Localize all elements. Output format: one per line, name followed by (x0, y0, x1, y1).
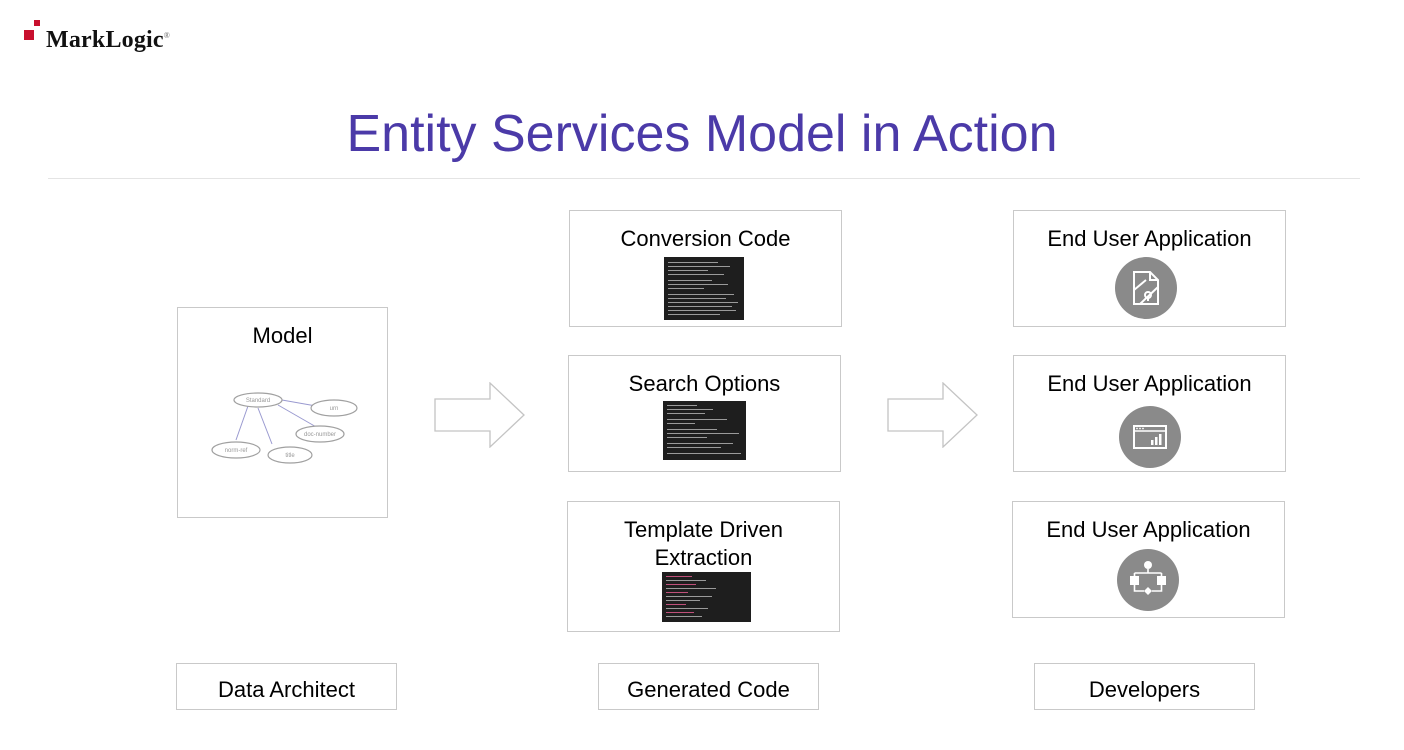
conversion-code-label: Conversion Code (620, 226, 791, 251)
search-options-box: Search Options (568, 355, 841, 472)
logo-text: MarkLogic (46, 27, 164, 53)
template-driven-extraction-box: Template Driven Extraction (567, 501, 840, 632)
role-generated-code-label: Generated Code (627, 677, 790, 702)
template-driven-label-line2: Extraction (654, 545, 753, 570)
flow-arrow-icon (434, 382, 525, 448)
slide-title: Entity Services Model in Action (346, 105, 1058, 163)
code-screenshot (664, 257, 744, 320)
logo-mark-small (34, 20, 40, 26)
conversion-code-box: Conversion Code (569, 210, 842, 327)
entity-model-diagram: Standard urn doc-number norm-ref title (211, 392, 358, 464)
node-urn-label: urn (330, 406, 339, 412)
trademark: ® (163, 31, 171, 40)
model-box: Model Standard urn doc-number norm-ref t… (177, 307, 388, 518)
workflow-icon (1117, 549, 1179, 611)
node-standard-label: Standard (246, 398, 270, 404)
node-norm-ref-label: norm-ref (225, 448, 248, 454)
role-data-architect: Data Architect (176, 663, 397, 710)
role-developers-label: Developers (1088, 677, 1201, 702)
node-urn (310, 399, 358, 417)
node-norm-ref (211, 441, 261, 459)
role-data-architect-label: Data Architect (218, 677, 355, 702)
dashboard-chart-icon (1119, 406, 1181, 468)
end-user-application-box: End User Application (1013, 355, 1286, 472)
flow-arrow-icon (887, 382, 978, 448)
role-developers: Developers (1034, 663, 1255, 710)
code-screenshot (663, 401, 746, 460)
node-title (267, 446, 313, 464)
logo-mark (24, 30, 34, 40)
end-user-application-box: End User Application (1013, 210, 1286, 327)
node-standard (233, 392, 283, 408)
node-title-label: title (285, 453, 295, 459)
end-user-application-label: End User Application (1047, 371, 1252, 396)
template-driven-label-line1: Template Driven (624, 517, 783, 542)
end-user-application-label: End User Application (1046, 517, 1251, 542)
model-label: Model (252, 323, 313, 348)
map-document-icon (1115, 257, 1177, 319)
title-divider (48, 178, 1360, 179)
role-generated-code: Generated Code (598, 663, 819, 710)
end-user-application-box: End User Application (1012, 501, 1285, 618)
end-user-application-label: End User Application (1047, 226, 1252, 251)
code-screenshot (662, 572, 751, 622)
node-doc-number-label: doc-number (304, 432, 336, 438)
search-options-label: Search Options (628, 371, 781, 396)
node-doc-number (295, 425, 345, 443)
